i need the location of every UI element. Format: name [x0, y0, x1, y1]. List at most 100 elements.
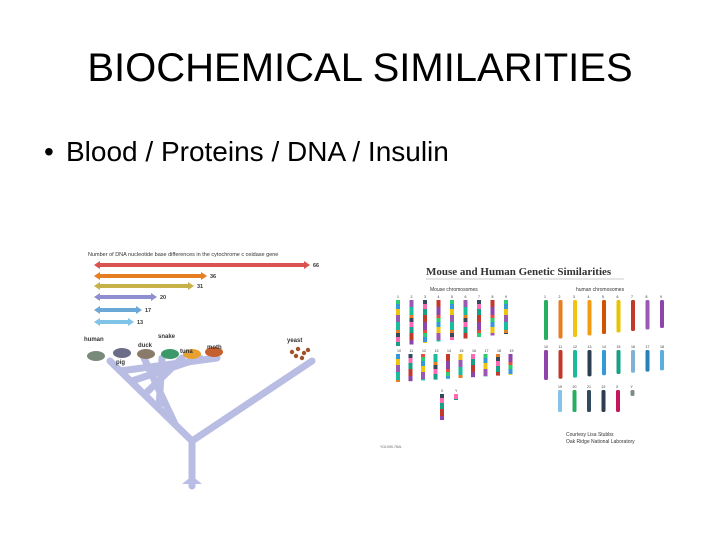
yeast-icon — [302, 351, 306, 355]
bullet-item: •Blood / Proteins / DNA / Insulin — [44, 134, 449, 170]
chromosome-band — [409, 354, 413, 358]
chromosome-band — [464, 322, 468, 327]
chromosome-number: 4 — [588, 295, 590, 299]
chromosome-band — [464, 327, 468, 333]
chromosome-band — [484, 369, 488, 376]
chromosome-number: 22 — [602, 385, 606, 389]
human-icon — [87, 351, 105, 361]
yeast-icon — [294, 354, 298, 358]
chromosome-band — [410, 322, 414, 327]
chromosome-band — [504, 300, 508, 304]
chromosome-band — [477, 300, 481, 304]
chromosome-number: 12 — [422, 349, 426, 353]
chromosome-band — [491, 315, 495, 318]
chromosome-band — [396, 322, 400, 330]
chromosome-band — [396, 372, 400, 380]
snake-icon — [161, 349, 179, 359]
arrow-right-icon — [136, 306, 142, 314]
chromosome-band — [459, 375, 463, 378]
chromosome-band — [410, 300, 414, 307]
difference-value: 31 — [197, 284, 203, 290]
chromosome — [646, 350, 650, 372]
chromosome-band — [396, 354, 400, 359]
chromosome-number: X — [441, 389, 444, 393]
chromosome-band — [396, 365, 400, 372]
chromosome-band — [477, 315, 481, 322]
mouse-chromosomes-label: Mouse chromosomes — [430, 287, 478, 293]
chromosome-band — [504, 304, 508, 309]
chromosome-band — [509, 365, 513, 369]
chromosome-band — [464, 315, 468, 318]
arrow-right-icon — [151, 293, 157, 301]
organism-label: tuna — [180, 349, 193, 355]
chromosome-number: 12 — [573, 345, 577, 349]
chromosome-band — [471, 372, 475, 377]
organism-label: snake — [158, 334, 176, 340]
chromosome-number: 19 — [510, 349, 514, 353]
chromosome-number: 5 — [602, 295, 604, 299]
chromosome-band — [491, 333, 495, 336]
chromosome-number: 2 — [559, 295, 561, 299]
figure-footnote: YGL990-784L — [380, 445, 402, 449]
chromosome-band — [450, 309, 454, 315]
chromosome-number: 4 — [438, 295, 440, 299]
chromosome — [558, 390, 562, 412]
chromosome-band — [423, 300, 427, 304]
chromosome-comparison-figure: Mouse and Human Genetic Similarities Mou… — [378, 262, 678, 452]
chromosome-band — [484, 354, 488, 358]
chromosome-number: Y — [455, 389, 458, 393]
bullet-dot-icon: • — [44, 134, 66, 170]
difference-value: 13 — [137, 320, 143, 326]
chromosome-band — [410, 327, 414, 333]
chromosome-band — [396, 337, 400, 342]
chromosome-band — [410, 315, 414, 318]
organism-label: human — [84, 337, 104, 343]
chromosome-band — [491, 322, 495, 327]
chromosome-band — [464, 333, 468, 339]
chromosome-band — [434, 369, 438, 374]
chromosome — [616, 390, 620, 412]
bullet-text: Blood / Proteins / DNA / Insulin — [66, 136, 449, 167]
chromosome-band — [421, 372, 425, 379]
pig-icon — [113, 348, 131, 358]
chromosome-band — [450, 333, 454, 337]
chromosome — [602, 350, 606, 375]
chromosome-number: 7 — [478, 295, 480, 299]
chromosome-band — [434, 362, 438, 365]
chromosome-band — [423, 309, 427, 315]
chromosome-number: 6 — [617, 295, 619, 299]
chromosome-band — [509, 374, 513, 375]
chromosome-number: 10 — [544, 345, 548, 349]
chromosome-number: 16 — [472, 349, 476, 353]
chromosome — [617, 300, 621, 333]
phylogenetic-tree-figure: Number of DNA nucleotide base difference… — [82, 246, 327, 496]
chromosome-number: X — [616, 385, 619, 389]
chromosome-band — [396, 359, 400, 365]
chromosome — [588, 350, 592, 376]
chromosome-number: 9 — [505, 295, 507, 299]
chromosome — [544, 350, 548, 380]
chromosome-band — [437, 322, 441, 327]
chromosome-number: 1 — [397, 295, 399, 299]
yeast-icon — [300, 356, 304, 360]
chromosome-number: Y — [631, 385, 634, 389]
chromosome-band — [396, 309, 400, 315]
chromosome-band — [396, 380, 400, 382]
chromosome-number: 18 — [660, 345, 664, 349]
organism-label: pig — [116, 360, 125, 366]
chromosome-number: 19 — [558, 385, 562, 389]
chromosome-band — [437, 318, 441, 322]
chromosome-band — [484, 363, 488, 369]
chromosome-number: 16 — [631, 345, 635, 349]
chromosome-band — [440, 416, 444, 420]
organism-label: yeast — [287, 338, 302, 344]
yeast-icon — [296, 347, 300, 351]
chromosome-band — [454, 399, 458, 400]
chromosome-band — [440, 409, 444, 416]
chromosome-band — [423, 342, 427, 343]
chromosome-band — [396, 304, 400, 309]
chromosome-band — [396, 330, 400, 333]
chromosome-band — [446, 369, 450, 372]
chromosome-band — [437, 315, 441, 318]
chromosome-band — [450, 315, 454, 322]
